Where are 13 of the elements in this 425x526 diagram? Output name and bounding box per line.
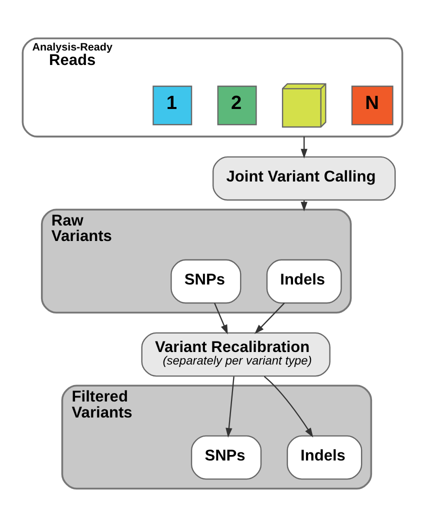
node-box: Indels bbox=[286, 434, 362, 480]
node-box: Indels bbox=[266, 258, 342, 304]
arrow bbox=[300, 136, 308, 158]
arrow bbox=[264, 375, 314, 437]
node-box: N bbox=[351, 85, 394, 125]
node-box: 1 bbox=[152, 85, 192, 125]
node-box: 2 bbox=[217, 85, 257, 125]
arrow bbox=[214, 302, 228, 334]
node-box: Joint Variant Calling bbox=[212, 156, 396, 200]
node-box: SNPs bbox=[190, 434, 262, 480]
arrow bbox=[226, 376, 234, 438]
node-box: Variant Recalibration (separately per variant type) bbox=[141, 332, 330, 376]
node-box: SNPs bbox=[170, 258, 242, 304]
